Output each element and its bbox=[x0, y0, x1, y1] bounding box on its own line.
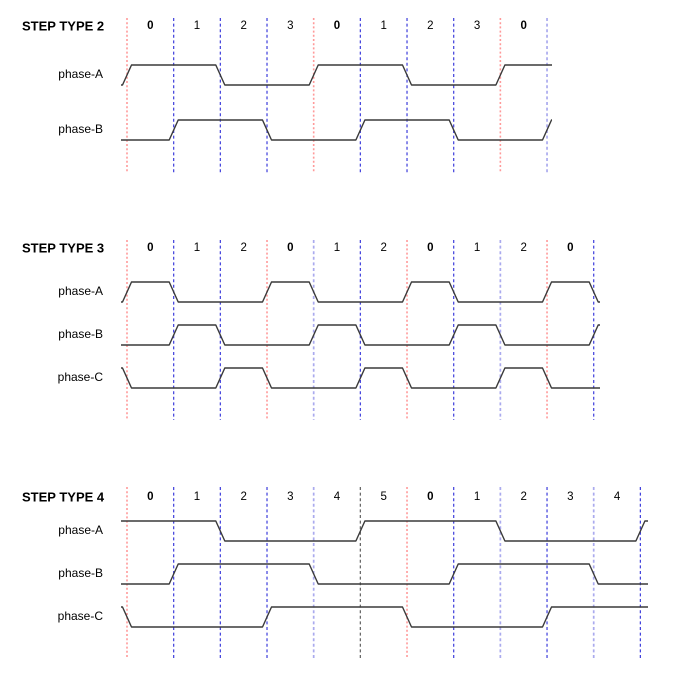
waveform-step-type-4-phase-B bbox=[121, 563, 648, 585]
step-number: 4 bbox=[334, 491, 341, 503]
phase-A-label: phase-A bbox=[58, 523, 103, 537]
step-number: 0 bbox=[147, 242, 153, 254]
step-number: 3 bbox=[567, 491, 573, 503]
step-number: 2 bbox=[240, 491, 246, 503]
step-number: 1 bbox=[474, 242, 480, 254]
step-number: 3 bbox=[474, 20, 480, 32]
phase-A-label: phase-A bbox=[58, 284, 103, 298]
step-number: 1 bbox=[194, 242, 200, 254]
step-number: 0 bbox=[520, 20, 526, 32]
step-number: 0 bbox=[427, 242, 433, 254]
step-number: 2 bbox=[240, 20, 246, 32]
step-type-2-title: STEP TYPE 2 bbox=[22, 19, 104, 34]
step-number: 2 bbox=[380, 242, 386, 254]
phase-B-label: phase-B bbox=[58, 566, 103, 580]
step-number: 0 bbox=[567, 242, 573, 254]
waveform-step-type-3-phase-C bbox=[121, 367, 600, 389]
step-number: 2 bbox=[240, 242, 246, 254]
waveform-step-type-3-phase-A bbox=[121, 281, 600, 303]
step-number: 0 bbox=[287, 242, 293, 254]
phase-B-label: phase-B bbox=[58, 327, 103, 341]
waveform-step-type-3-phase-B bbox=[121, 324, 600, 346]
step-number: 0 bbox=[334, 20, 340, 32]
step-number: 2 bbox=[520, 242, 526, 254]
step-number: 3 bbox=[287, 491, 293, 503]
step-number: 4 bbox=[614, 491, 621, 503]
step-number: 0 bbox=[147, 491, 153, 503]
phase-C-label: phase-C bbox=[58, 609, 104, 623]
phase-C-label: phase-C bbox=[58, 370, 104, 384]
step-number: 2 bbox=[427, 20, 433, 32]
step-number: 1 bbox=[194, 20, 200, 32]
step-number: 1 bbox=[334, 242, 340, 254]
step-number: 0 bbox=[147, 20, 153, 32]
step-number: 1 bbox=[474, 491, 480, 503]
phase-A-label: phase-A bbox=[58, 67, 103, 81]
step-type-3-title: STEP TYPE 3 bbox=[22, 241, 104, 256]
waveform-step-type-4-phase-C bbox=[121, 606, 648, 628]
waveform-step-type-2-phase-A bbox=[121, 64, 552, 86]
waveform-step-type-2-phase-B bbox=[121, 119, 553, 141]
step-number: 2 bbox=[520, 491, 526, 503]
waveform-step-type-4-phase-A bbox=[121, 520, 648, 542]
step-number: 1 bbox=[194, 491, 200, 503]
step-number: 1 bbox=[380, 20, 386, 32]
phase-B-label: phase-B bbox=[58, 122, 103, 136]
step-number: 5 bbox=[380, 491, 386, 503]
step-number: 3 bbox=[287, 20, 293, 32]
step-type-4-title: STEP TYPE 4 bbox=[22, 490, 105, 505]
step-number: 0 bbox=[427, 491, 433, 503]
